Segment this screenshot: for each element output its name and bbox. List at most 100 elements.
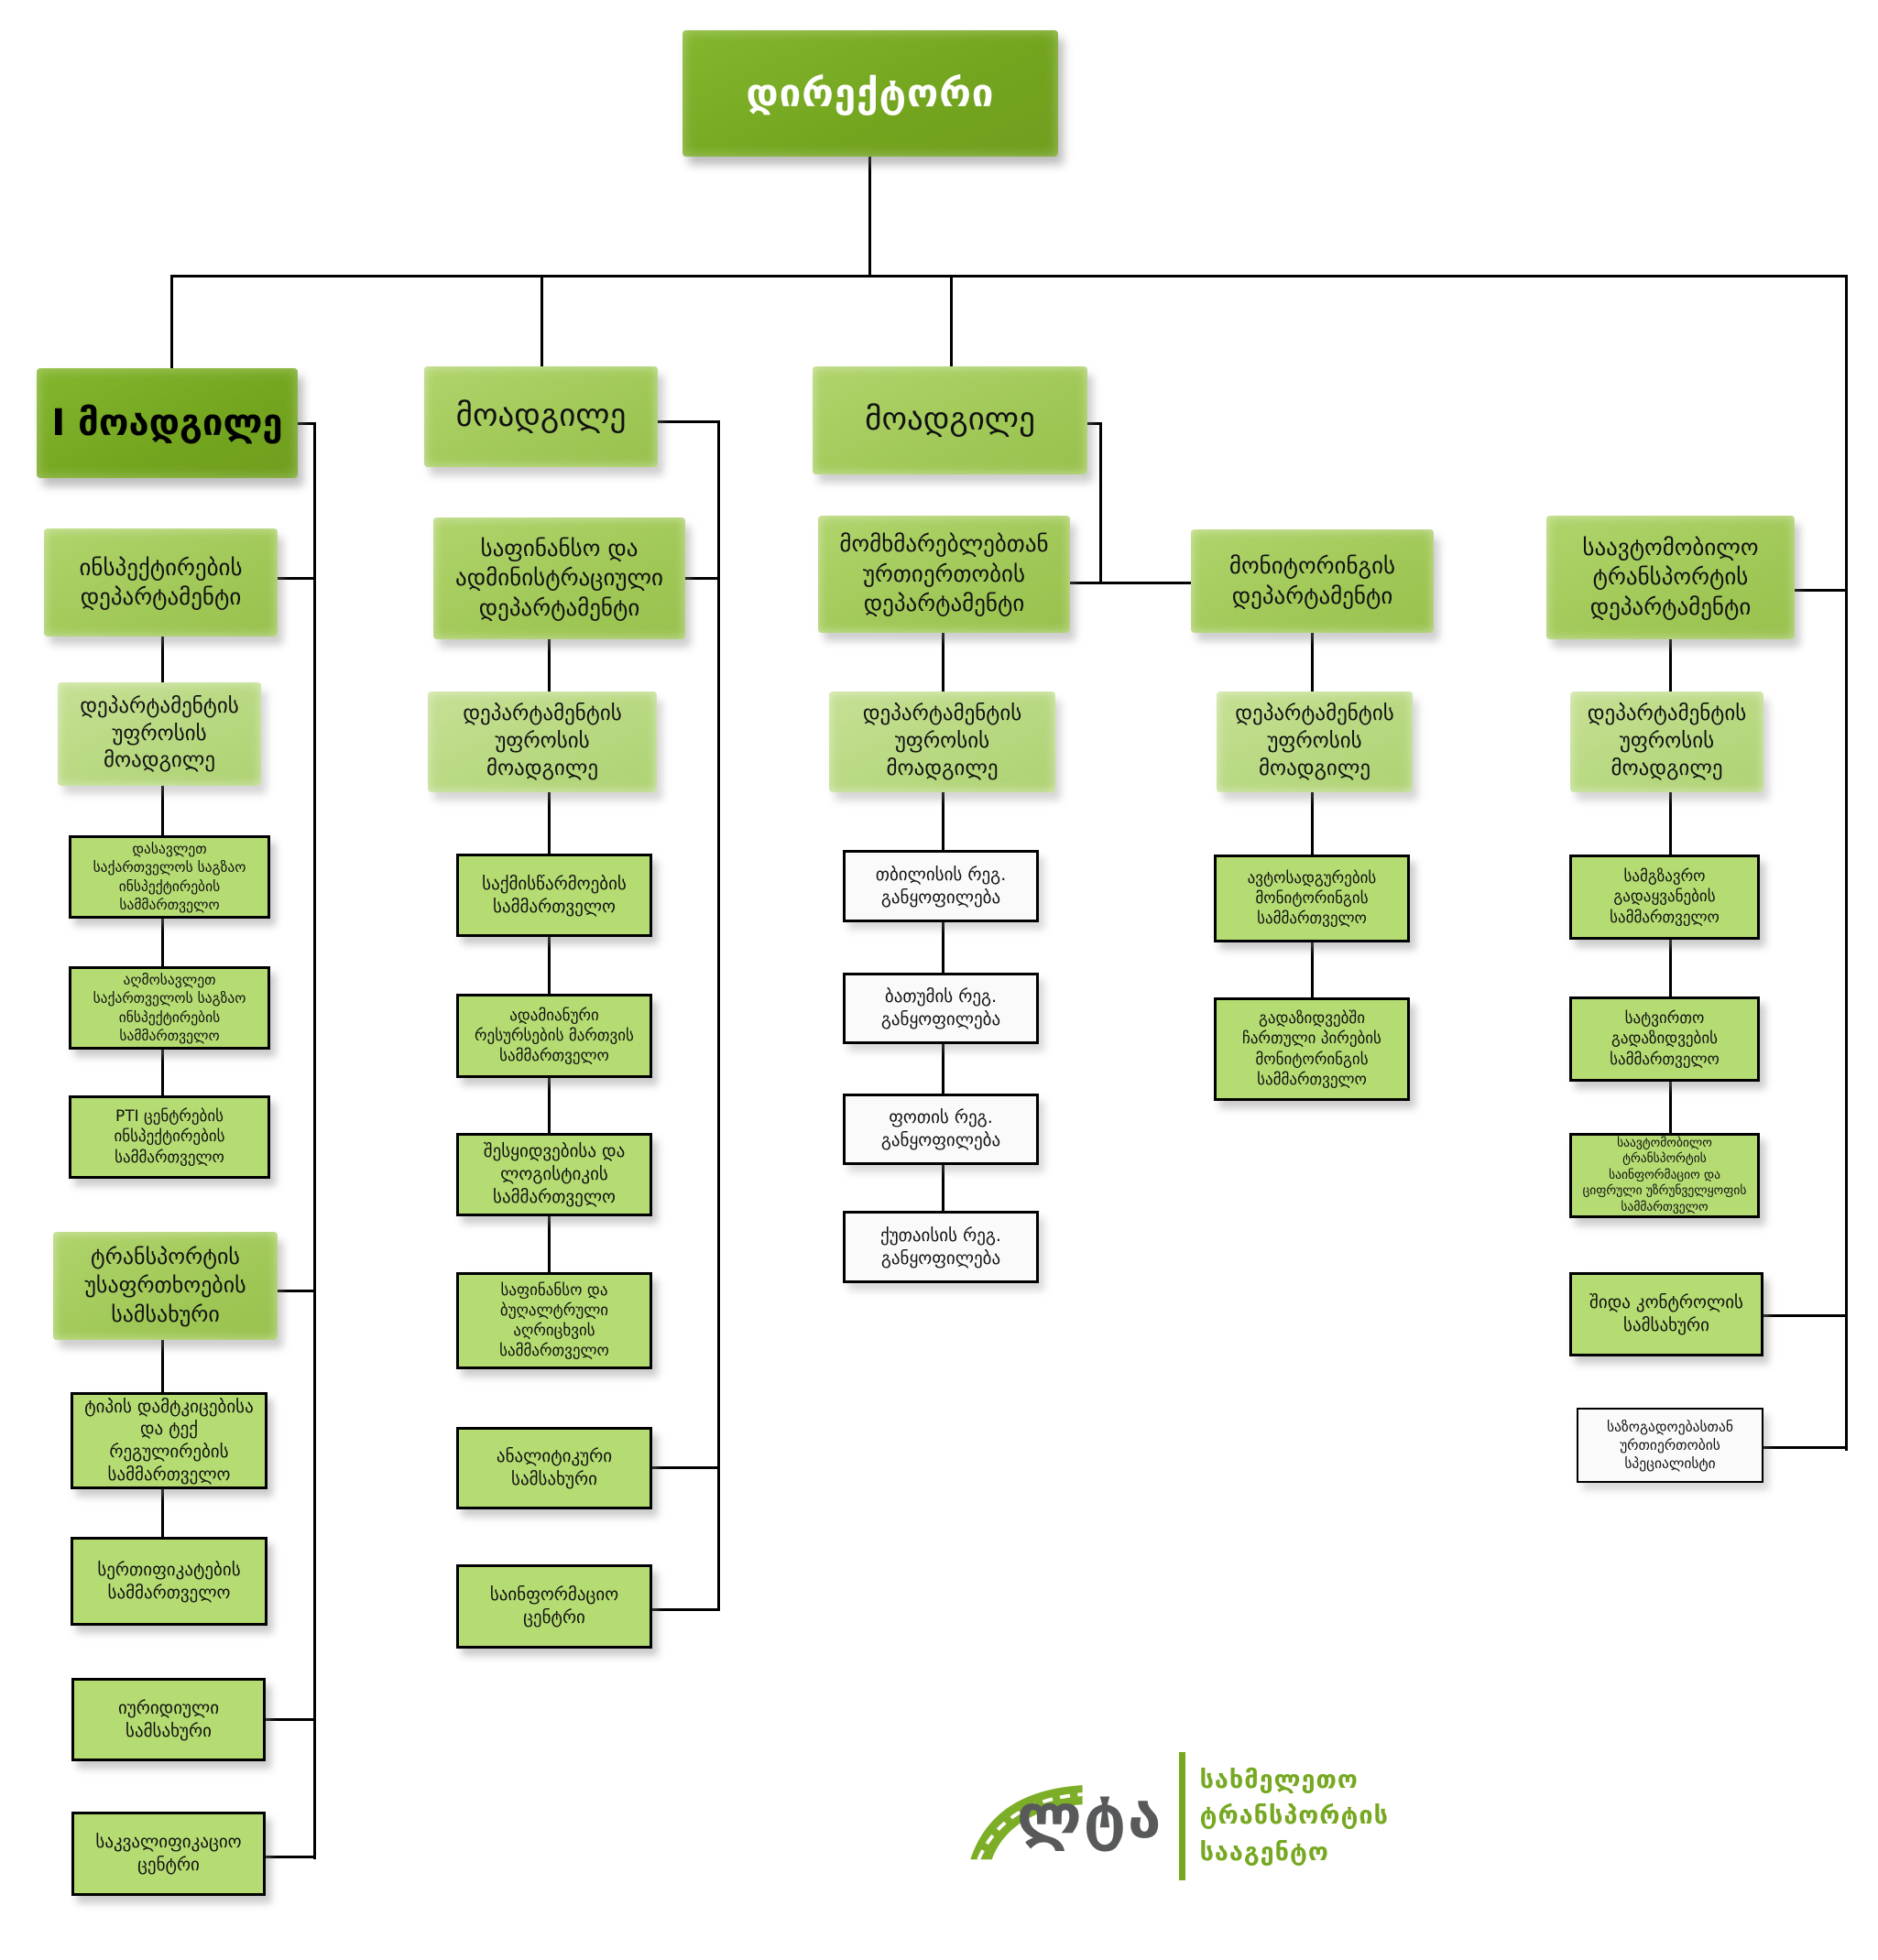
org-node-batumi-regional-office: ბათუმის რეგ. განყოფილება [843, 973, 1039, 1044]
org-node-deputy-2: მოადგილე [424, 366, 658, 467]
logo-agency-name: სახმელეთო ტრანსპორტის სააგენტო [1200, 1762, 1389, 1869]
org-node-legal-service: იურიდიული სამსახური [71, 1678, 266, 1761]
logo-divider [1179, 1752, 1185, 1880]
connector-line [298, 422, 316, 425]
connector-line [942, 1165, 944, 1211]
org-node-label: ადამიანური რესურსების მართვის სამმართველ… [475, 1006, 634, 1066]
org-node-certificates-division: სერთიფიკატების სამმართველო [71, 1537, 268, 1626]
org-node-kutaisi-regional-office: ქუთაისის რეგ. განყოფილება [843, 1211, 1039, 1283]
connector-line [548, 1078, 551, 1133]
org-node-transport-safety-service: ტრანსპორტის უსაფრთხოების სამსახური [53, 1232, 278, 1340]
org-node-poti-regional-office: ფოთის რეგ. განყოფილება [843, 1094, 1039, 1165]
org-node-label: შიდა კონტროლის სამსახური [1589, 1292, 1743, 1335]
org-node-label: ავტოსადგურების მონიტორინგის სამმართველო [1247, 868, 1377, 929]
connector-line [548, 937, 551, 994]
org-node-label: საქმისწარმოების სამმართველო [482, 873, 627, 917]
org-node-label: დეპარტამენტის უფროსის მოადგილე [862, 702, 1022, 780]
connector-line [278, 577, 314, 580]
org-node-label: მონიტორინგის დეპარტამენტი [1228, 552, 1396, 609]
logo-name-line: სახმელეთო [1199, 1766, 1359, 1795]
org-node-label: ინსპექტირების დეპარტამენტი [79, 553, 243, 611]
org-node-label: მომხმარებლებთან ურთიერთობის დეპარტამენტი [839, 530, 1049, 617]
org-node-label: საკვალიფიკაციო ცენტრი [95, 1832, 242, 1875]
org-node-customer-relations-department: მომხმარებლებთან ურთიერთობის დეპარტამენტი [818, 516, 1070, 633]
org-node-pti-centers-inspection: PTI ცენტრების ინსპექტირების სამმართველო [69, 1095, 270, 1179]
org-node-label: დეპარტამენტის უფროსის მოადგილე [1235, 702, 1394, 780]
connector-line [717, 420, 720, 1611]
org-node-deputy-head-5: დეპარტამენტის უფროსის მოადგილე [1570, 691, 1763, 792]
connector-line [1311, 942, 1314, 997]
connector-line [1763, 1314, 1848, 1317]
org-node-finance-admin-department: საფინანსო და ადმინისტრაციული დეპარტამენტ… [433, 517, 685, 639]
org-node-tbilisi-regional-office: თბილისის რეგ. განყოფილება [843, 850, 1039, 922]
connector-line [1763, 1446, 1848, 1449]
connector-line [868, 157, 871, 278]
org-node-label: საავტომობილო ტრანსპორტის საინფორმაციო და… [1582, 1135, 1747, 1214]
org-node-finance-accounting: საფინანსო და ბუღალტრული აღრიცხვის სამმარ… [456, 1272, 652, 1369]
org-node-label: გადაზიდვებში ჩართული პირების მონიტორინგი… [1242, 1009, 1381, 1089]
org-node-label: საზოგადოებასთან ურთიერთობის სპეციალისტი [1607, 1418, 1733, 1473]
connector-line [313, 422, 316, 1859]
org-node-qualification-center: საკვალიფიკაციო ცენტრი [71, 1812, 266, 1896]
connector-line [275, 1290, 316, 1292]
org-node-label: სერთიფიკატების სამმართველო [97, 1559, 241, 1603]
org-node-label: საავტომობილო ტრანსპორტის დეპარტამენტი [1582, 533, 1759, 620]
connector-line [1669, 940, 1672, 996]
org-node-label: იურიდიული სამსახური [117, 1697, 220, 1741]
org-node-label: შესყიდვებისა და ლოგისტიკის სამმართველო [483, 1141, 626, 1207]
connector-line [1669, 1082, 1672, 1133]
org-node-label: ქუთაისის რეგ. განყოფილება [880, 1225, 1001, 1269]
org-node-deputy-head-4: დეპარტამენტის უფროსის მოადგილე [1217, 691, 1413, 792]
road-swoosh-icon [970, 1785, 1083, 1861]
logo-mark: ლტა [1016, 1780, 1163, 1852]
org-node-label: სატვირთო გადაზიდვების სამმართველო [1610, 1009, 1720, 1069]
org-node-transport-it-digital-division: საავტომობილო ტრანსპორტის საინფორმაციო და… [1569, 1133, 1760, 1218]
connector-line [540, 275, 543, 366]
org-node-public-relations-specialist: საზოგადოებასთან ურთიერთობის სპეციალისტი [1577, 1408, 1763, 1483]
connector-line [161, 919, 164, 966]
connector-line [266, 1718, 316, 1721]
org-node-type-approval-tech-regulation: ტიპის დამტკიცებისა და ტექ რეგულირების სა… [71, 1392, 268, 1489]
connector-line [161, 1340, 164, 1392]
org-node-label: სამგზავრო გადაყვანების სამმართველო [1610, 867, 1720, 927]
connector-line [161, 786, 164, 835]
org-node-inspection-department: ინსპექტირების დეპარტამენტი [44, 528, 278, 637]
connector-line [942, 633, 944, 691]
logo-name-line: ტრანსპორტის [1199, 1802, 1389, 1831]
org-node-deputy-3: მოადგილე [813, 366, 1087, 474]
org-node-east-georgia-road-inspection: აღმოსავლეთ საქართველოს საგზაო ინსპექტირე… [69, 966, 270, 1050]
org-node-label: დეპარტამენტის უფროსის მოადგილე [80, 693, 239, 773]
org-node-west-georgia-road-inspection: დასავლეთ საქართველოს საგზაო ინსპექტირები… [69, 835, 270, 919]
connector-line [161, 637, 164, 682]
connector-line [1669, 792, 1672, 855]
connector-line [1669, 639, 1672, 691]
org-node-label: ტრანსპორტის უსაფრთხოების სამსახური [84, 1244, 246, 1327]
org-node-label: თბილისის რეგ. განყოფილება [875, 864, 1007, 908]
org-node-deputy-head-2: დეპარტამენტის უფროსის მოადგილე [428, 691, 657, 792]
org-node-first-deputy: I მოადგილე [37, 368, 298, 478]
org-node-procurement-logistics: შესყიდვებისა და ლოგისტიკის სამმართველო [456, 1133, 652, 1216]
org-node-analytical-service: ანალიტიკური სამსახური [456, 1427, 652, 1509]
org-node-deputy-head-1: დეპარტამენტის უფროსის მოადგილე [58, 682, 261, 786]
org-node-label: დირექტორი [746, 70, 995, 115]
org-node-label: საფინანსო და ადმინისტრაციული დეპარტამენტ… [455, 534, 663, 621]
org-node-carriers-monitoring: გადაზიდვებში ჩართული პირების მონიტორინგი… [1214, 997, 1410, 1101]
org-node-label: ანალიტიკური სამსახური [496, 1446, 613, 1489]
org-node-auto-transport-department: საავტომობილო ტრანსპორტის დეპარტამენტი [1546, 516, 1795, 639]
connector-line [1311, 633, 1314, 691]
connector-line [161, 1489, 164, 1537]
org-node-freight-transport-division: სატვირთო გადაზიდვების სამმართველო [1569, 996, 1760, 1082]
org-node-internal-control-service: შიდა კონტროლის სამსახური [1569, 1272, 1763, 1356]
connector-line [266, 1856, 316, 1858]
agency-logo: ლტა სახმელეთო ტრანსპორტის სააგენტო [967, 1734, 1389, 1899]
connector-line [652, 1608, 718, 1611]
org-node-label: დეპარტამენტის უფროსის მოადგილე [463, 702, 622, 780]
connector-line [1795, 589, 1848, 592]
connector-line [161, 1050, 164, 1095]
org-node-label: ტიპის დამტკიცებისა და ტექ რეგულირების სა… [84, 1396, 254, 1485]
connector-line [942, 792, 944, 850]
org-node-deputy-head-3: დეპარტამენტის უფროსის მოადგილე [829, 691, 1055, 792]
connector-line [548, 792, 551, 854]
org-node-label: საფინანსო და ბუღალტრული აღრიცხვის სამმარ… [499, 1280, 609, 1361]
connector-line [548, 639, 551, 691]
